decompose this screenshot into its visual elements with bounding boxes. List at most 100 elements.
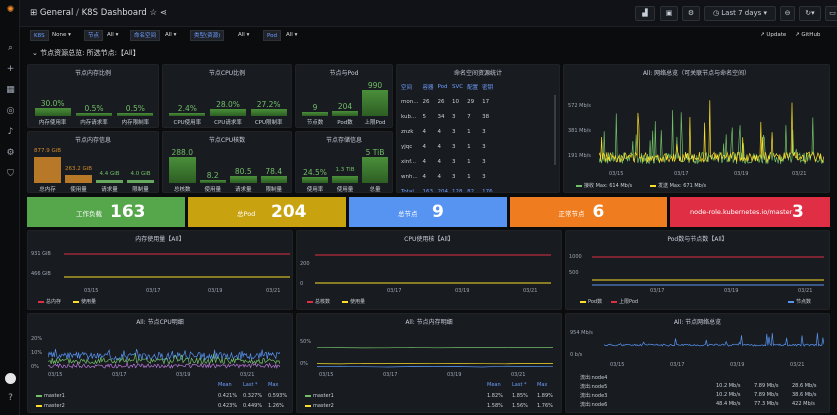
gauge-label: 上限Pod xyxy=(364,120,386,126)
legend-item[interactable]: 总内存 xyxy=(38,298,61,305)
legend-col-header[interactable]: Max xyxy=(268,382,279,388)
legend-row-name[interactable]: master1 xyxy=(36,393,65,399)
settings-gear-icon[interactable]: ⚙ xyxy=(682,6,700,21)
refresh-icon[interactable]: ↻▾ xyxy=(799,6,821,21)
table-cell: 26 xyxy=(437,98,445,105)
star-icon[interactable]: ☆ xyxy=(149,8,158,18)
panel-title: All: 节点网络总览 xyxy=(673,319,722,326)
legend-col-header[interactable]: Mean xyxy=(487,382,501,388)
gauge-bar xyxy=(260,175,287,183)
col-header[interactable]: 配置 xyxy=(467,84,479,91)
share-icon[interactable]: ⋖ xyxy=(159,8,167,18)
gauge-label: 限制量 xyxy=(265,187,282,193)
col-header[interactable]: 空间 xyxy=(401,84,413,91)
gauge-bar xyxy=(65,175,92,183)
legend-value: 10.2 Mb/s xyxy=(716,392,741,398)
legend-item[interactable]: 接收 Max: 614 Mb/s xyxy=(576,182,632,189)
var-select-node[interactable]: All ▾ xyxy=(107,32,119,38)
gear-icon[interactable]: ⚙ xyxy=(6,148,15,158)
table-cell: yjqc xyxy=(401,143,413,150)
col-header[interactable]: 密钥 xyxy=(482,84,494,91)
table-cell: 7 xyxy=(467,113,471,120)
legend-name: 节点数 xyxy=(796,299,812,305)
legend-item[interactable]: 使用量 xyxy=(73,298,96,305)
plus-icon[interactable]: + xyxy=(6,64,15,74)
table-cell: 204 xyxy=(437,188,448,193)
y-tick: 500 xyxy=(569,270,579,276)
time-range-picker[interactable]: ◷ Last 7 days ▾ xyxy=(704,6,776,21)
shield-icon[interactable]: ⛉ xyxy=(7,169,14,179)
search-icon[interactable]: ⌕ xyxy=(7,43,14,53)
zoom-out-icon[interactable]: ⊖ xyxy=(780,6,795,21)
gauge-value: 1.3 TiB xyxy=(335,167,355,174)
legend-col-header[interactable]: Mean xyxy=(218,382,232,388)
dashboard-title[interactable]: K8S Dashboard xyxy=(81,8,147,18)
legend-value: 1.26% xyxy=(268,403,284,409)
var-select-namespace[interactable]: All ▾ xyxy=(165,32,177,38)
y-tick: 931 GiB xyxy=(31,251,51,257)
legend-row-name[interactable]: 流出:node4 xyxy=(580,375,608,381)
alert-bell-icon[interactable]: ♪ xyxy=(7,127,14,137)
legend-name: master2 xyxy=(44,403,65,409)
breadcrumb-folder[interactable]: General xyxy=(39,8,74,18)
var-select-pod[interactable]: All ▾ xyxy=(286,32,298,38)
legend-item[interactable]: Pod数 xyxy=(580,298,602,305)
var-select-type[interactable]: All ▾ xyxy=(238,32,250,38)
col-header[interactable]: Pod xyxy=(437,83,448,90)
dashboards-icon[interactable]: ▦ xyxy=(6,85,15,95)
table-cell: 34 xyxy=(437,113,445,120)
col-header[interactable]: 容器 xyxy=(422,84,434,91)
save-icon[interactable]: ▣ xyxy=(660,6,678,21)
legend-value: 1.85% xyxy=(512,393,528,399)
legend-item[interactable]: 发送 Max: 671 Mb/s xyxy=(650,182,706,189)
stat-value: 6 xyxy=(592,202,605,222)
legend-row-name[interactable]: 流出:node3 xyxy=(580,393,608,399)
graph-add-button[interactable]: ▟ xyxy=(635,6,655,21)
legend-item[interactable]: 总核数 xyxy=(307,298,330,305)
tv-mode-icon[interactable]: ▭ xyxy=(825,6,837,21)
table-scrollbar[interactable] xyxy=(554,95,556,165)
legend-value: 422 Mb/s xyxy=(792,401,815,407)
legend-item[interactable]: 节点数 xyxy=(788,298,811,305)
col-header[interactable]: SVC xyxy=(451,83,464,90)
legend-col-header[interactable]: Max xyxy=(537,382,548,388)
legend-col-header[interactable]: Last * xyxy=(512,382,527,388)
avatar[interactable] xyxy=(5,373,16,384)
legend-row-name[interactable]: 流出:node6 xyxy=(580,402,608,408)
var-select-k8s[interactable]: None ▾ xyxy=(52,32,71,38)
row-title[interactable]: ⌄ 节点资源总览: 所选节点:【All】 xyxy=(32,48,140,58)
panel-title: All: 网络总览（可关联节点与命名空间） xyxy=(642,70,751,77)
update-label: Update xyxy=(766,32,787,38)
legend-item[interactable]: 使用量 xyxy=(342,298,365,305)
legend-row-name[interactable]: master2 xyxy=(36,403,65,409)
legend-row-name[interactable]: master1 xyxy=(305,393,334,399)
table-cell: 3 xyxy=(482,143,486,150)
update-link[interactable]: ↗ Update xyxy=(760,32,787,38)
pod-count-chart xyxy=(592,256,824,286)
legend-name: master2 xyxy=(313,403,334,409)
legend-row-name[interactable]: master2 xyxy=(305,403,334,409)
github-link[interactable]: ↗ GitHub xyxy=(795,32,821,38)
node-mem-detail-panel: All: 节点内存明细 50% 0% 03/15 03/17 03/19 03/… xyxy=(296,313,562,413)
explore-icon[interactable]: ◎ xyxy=(6,106,15,116)
help-icon[interactable]: ? xyxy=(8,393,13,403)
legend-col-header[interactable]: Last * xyxy=(243,382,258,388)
legend-row-name[interactable]: 流出:node5 xyxy=(580,384,608,390)
breadcrumb-separator: / xyxy=(76,8,79,18)
legend-item[interactable]: 上限Pod xyxy=(611,298,638,305)
grafana-logo-icon[interactable]: ✺ xyxy=(6,5,15,15)
